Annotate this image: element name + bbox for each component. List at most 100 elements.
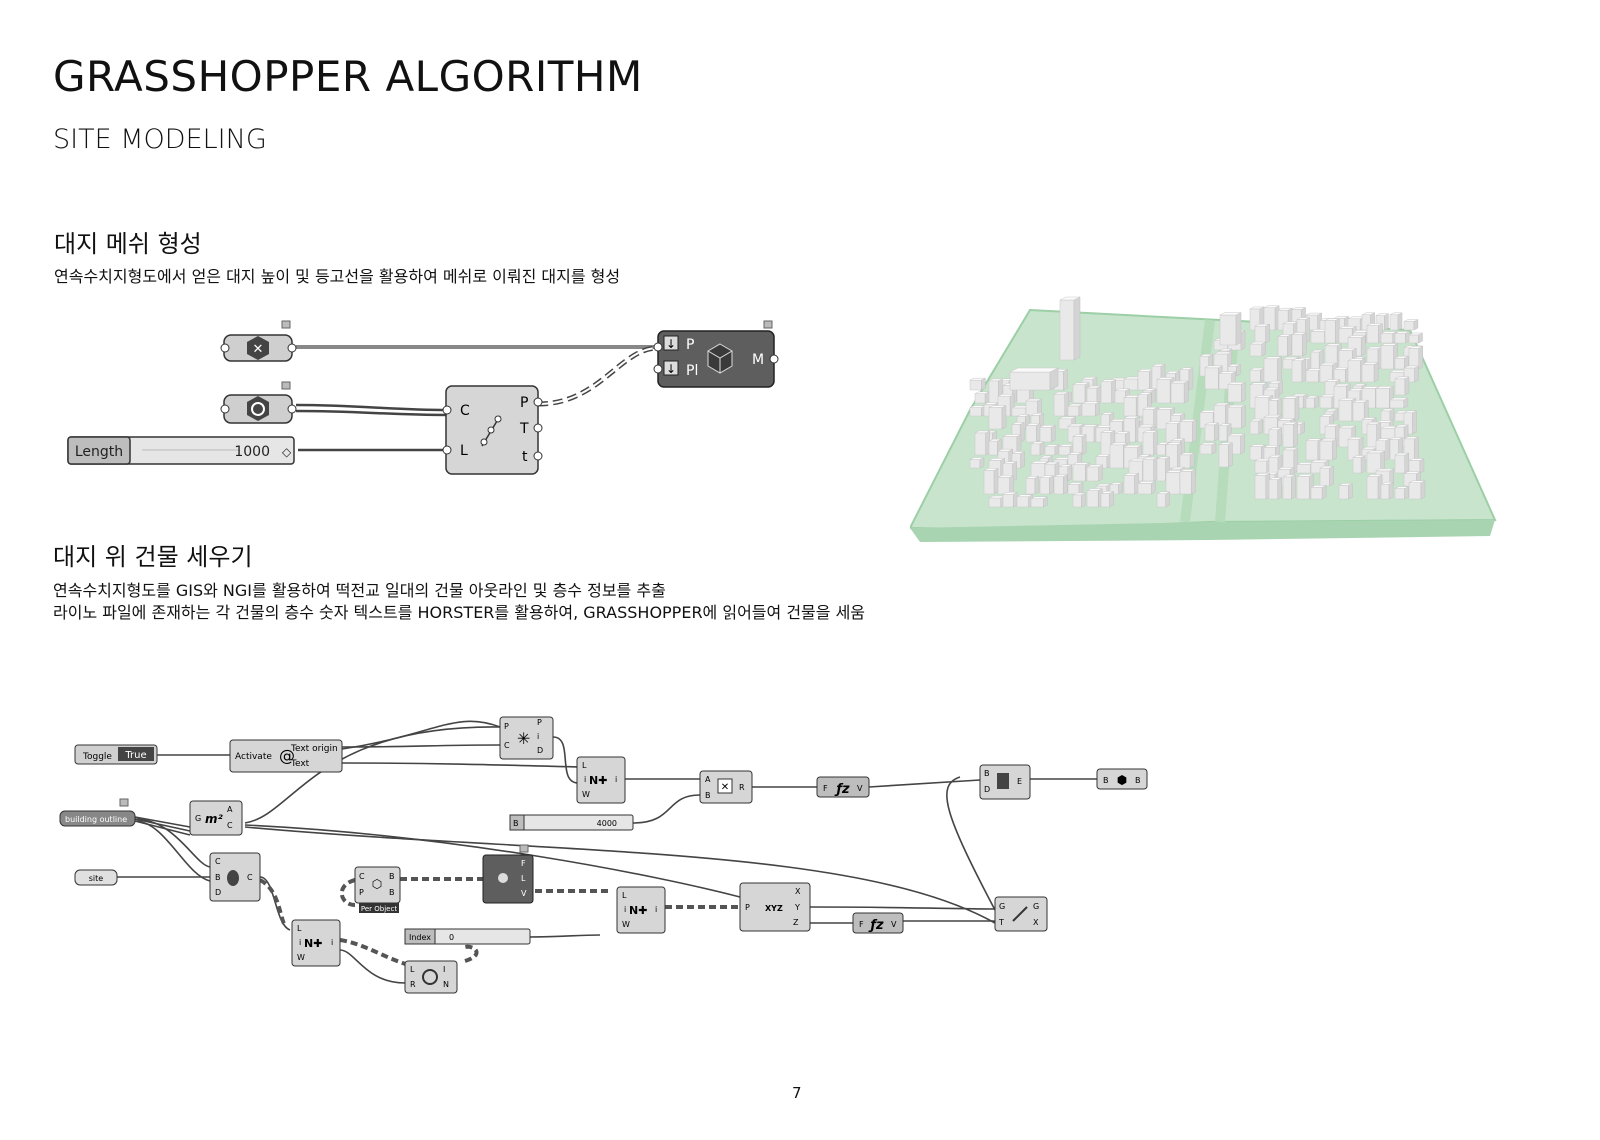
building-block: [1199, 442, 1217, 446]
building-block: [1039, 475, 1054, 478]
text-tag-node[interactable]: Activate @ Text origin Text: [229, 739, 343, 773]
divide-length-node[interactable]: C L P T t: [442, 385, 543, 475]
extrude-node[interactable]: BDE: [979, 764, 1031, 800]
section1-description: 연속수치지형도에서 얻은 대지 높이 및 등고선을 활용하여 메쉬로 이뤄진 대…: [54, 267, 621, 286]
page-subtitle: SITE MODELING: [53, 124, 267, 155]
svg-text:B: B: [389, 872, 395, 881]
xyz-icon: XYZ: [765, 904, 783, 913]
building-block: [1142, 456, 1158, 460]
building-block: [1025, 425, 1037, 443]
building-block: [1375, 313, 1389, 316]
closest-point-node[interactable]: PC PiD ✳: [499, 716, 554, 760]
building-block: [1219, 312, 1242, 316]
list-icon: N✚: [589, 774, 607, 787]
svg-text:ƒz: ƒz: [868, 918, 884, 933]
section2-description-line1: 연속수치지형도를 GIS와 NGI를 활용하여 떡전교 일대의 건물 아웃라인 …: [53, 581, 666, 600]
deconstruct-point-node[interactable]: P XYZ XYZ: [739, 882, 811, 932]
building-block: [1156, 456, 1170, 460]
building-block: [1199, 444, 1213, 455]
move-node[interactable]: GT GX: [994, 896, 1048, 932]
building-block: [1333, 316, 1349, 319]
svg-text:F: F: [521, 859, 526, 868]
list-item-node-3[interactable]: LiW i N✚: [291, 919, 341, 967]
building-block: [1179, 469, 1196, 472]
building-block: [1366, 474, 1383, 477]
length-slider[interactable]: Length 1000 ◇: [67, 436, 295, 465]
svg-text:P: P: [359, 888, 364, 897]
building-block: [1408, 334, 1419, 344]
svg-text:L: L: [521, 874, 526, 883]
building-block: [1086, 387, 1098, 404]
building-block: [1137, 481, 1156, 484]
building-block: [983, 468, 999, 471]
area-node[interactable]: G AC m²: [189, 800, 243, 836]
svg-text:L: L: [297, 924, 302, 933]
multiply-node[interactable]: ABR ✕: [699, 770, 753, 804]
building-block: [1249, 420, 1259, 435]
building-block: [1291, 307, 1306, 310]
divide-output-t: T: [519, 421, 529, 437]
building-block: [1380, 333, 1394, 344]
building-block: [1002, 461, 1017, 464]
region-node[interactable]: CP BB ⬡ Per Object: [354, 866, 401, 913]
building-block: [1254, 475, 1267, 500]
building-block: [1192, 419, 1197, 443]
building-block: [1100, 379, 1116, 382]
gate-node[interactable]: FLV: [482, 844, 534, 904]
building-block: [1142, 406, 1158, 410]
building-block: [1227, 382, 1246, 385]
slider-label: Length: [75, 444, 123, 460]
extrude-icon: [997, 773, 1009, 789]
mesh-node[interactable]: ↓ ↓ P Pl M: [653, 320, 779, 388]
split-node[interactable]: CBD C: [209, 852, 261, 902]
closest-icon: ✳: [517, 729, 530, 748]
svg-text:C: C: [215, 857, 221, 866]
slider-4000[interactable]: B 4000: [509, 814, 634, 831]
building-block: [1287, 334, 1292, 357]
svg-text:B: B: [215, 873, 221, 882]
list-item-node[interactable]: LiW i N✚: [576, 756, 626, 804]
building-block: [1420, 480, 1426, 500]
toggle-node[interactable]: Toggle True: [74, 744, 158, 765]
building-block: [1380, 484, 1390, 500]
list-item-node-2[interactable]: LiW i N✚: [616, 886, 666, 934]
building-block: [1403, 410, 1417, 414]
building-block: [1053, 474, 1068, 477]
building-block: [1268, 479, 1278, 500]
building-outline-param[interactable]: building outline: [59, 798, 136, 827]
building-block: [1338, 399, 1353, 422]
diamond-icon: ◇: [282, 445, 292, 459]
building-block: [1329, 465, 1334, 487]
svg-text:✕: ✕: [253, 342, 264, 357]
building-block: [1228, 442, 1233, 468]
building-block: [1282, 396, 1300, 399]
building-block: [1268, 454, 1283, 458]
building-block: [1268, 380, 1283, 384]
building-block: [1100, 381, 1112, 404]
site-param[interactable]: site: [74, 869, 118, 886]
building-block: [1081, 401, 1100, 405]
building-block: [1324, 379, 1341, 382]
buildings-cluster: [969, 296, 1426, 508]
building-block: [1081, 403, 1096, 417]
svg-text:P: P: [504, 722, 509, 731]
building-block: [1335, 318, 1340, 344]
curve-param-node-2[interactable]: [220, 381, 297, 424]
building-block: [1261, 341, 1266, 357]
building-block: [1142, 458, 1154, 482]
curve-param-node[interactable]: ✕: [220, 320, 297, 362]
building-block: [1030, 441, 1045, 445]
index-slider[interactable]: Index 0: [404, 928, 531, 945]
building-block: [1039, 441, 1045, 456]
building-block: [1293, 421, 1298, 448]
building-block: [1277, 418, 1295, 421]
cull-node[interactable]: LR IN: [404, 960, 458, 994]
mesh-input-pl: Pl: [686, 363, 698, 379]
building-block: [1394, 454, 1405, 474]
building-block: [1025, 398, 1042, 402]
building-block: [1338, 425, 1356, 429]
building-block: [1408, 482, 1422, 500]
